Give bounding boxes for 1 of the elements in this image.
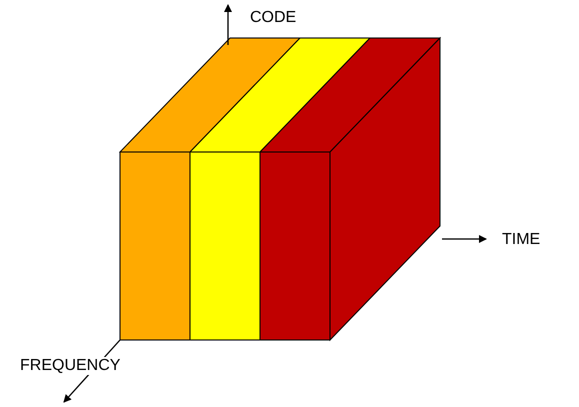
axis-label: FREQUENCY bbox=[18, 357, 122, 375]
